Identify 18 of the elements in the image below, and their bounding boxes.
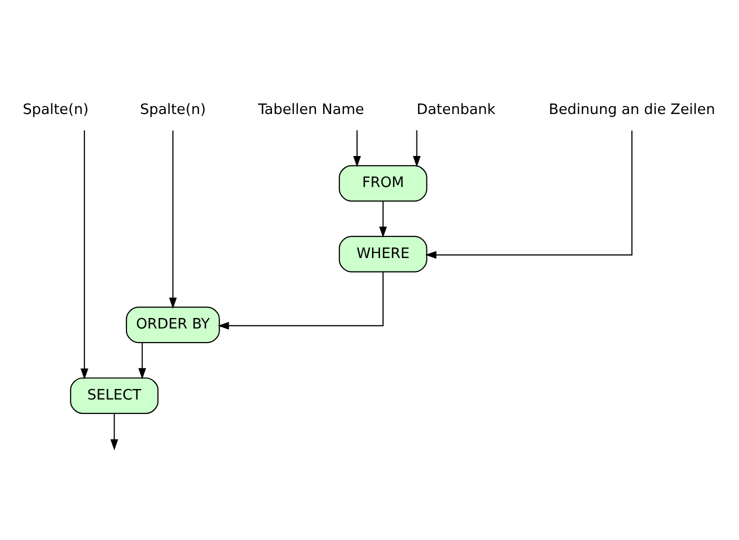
arrow [353,130,361,168]
node-text: Datenbank [416,102,496,118]
node-text: Spalte(n) [22,102,89,118]
node-box: ORDER BY [126,306,220,344]
arrow [425,130,632,259]
node-text: Spalte(n) [140,102,206,118]
arrow [138,342,146,380]
node-box: SELECT [70,377,159,414]
arrow [379,201,387,238]
node-text: Tabellen Name [258,102,364,118]
arrow [412,130,421,168]
arrow [169,130,177,309]
node-box: FROM [338,165,428,202]
arrow [218,272,384,330]
node-text: Bedinung an die Zeilen [548,102,716,118]
arrow [80,130,88,380]
node-box: WHERE [338,236,428,272]
arrow [110,414,118,450]
